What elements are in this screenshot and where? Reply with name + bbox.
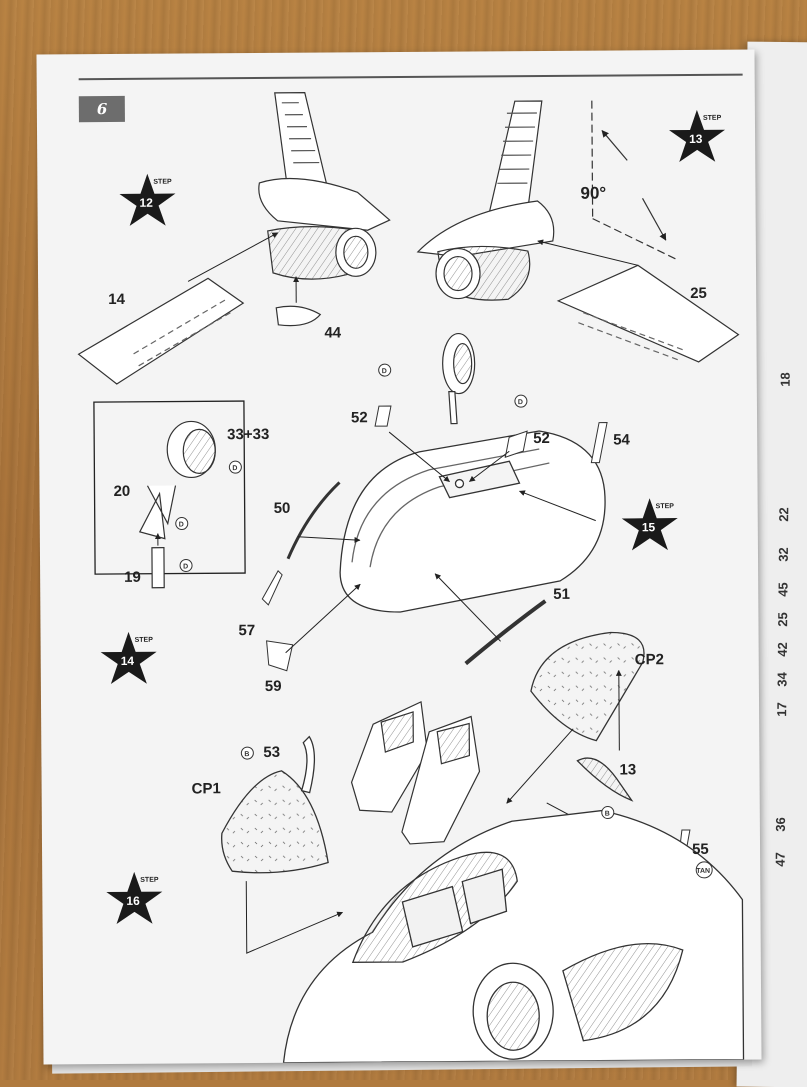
next-page-number: 45 <box>775 582 790 597</box>
step-word: STEP <box>153 179 172 186</box>
paint-tag-d: D <box>180 559 192 571</box>
paint-tag-b: B <box>602 807 614 819</box>
paint-tag-d: D <box>379 364 391 376</box>
next-page-number: 17 <box>774 702 789 717</box>
part-label: 19 <box>124 569 141 586</box>
step-14-badge: STEP 14 <box>101 632 157 684</box>
next-page-number: 18 <box>778 372 793 387</box>
paint-tag-d: D <box>515 395 527 407</box>
nose-wheel <box>139 421 216 588</box>
step-12-badge: STEP 12 <box>119 174 175 226</box>
step-number: 16 <box>126 894 140 908</box>
fuselage-cockpit <box>282 810 744 1063</box>
angle-guide <box>592 100 678 261</box>
paint-tag-d: D <box>229 461 241 473</box>
part-57 <box>262 571 282 605</box>
next-page-number: 25 <box>775 612 790 627</box>
step-word: STEP <box>656 503 675 510</box>
step-16-badge: STEP 16 <box>106 872 162 924</box>
paint-tag-tan: TAN <box>696 862 712 878</box>
step-13-badge: STEP 13 <box>669 110 725 162</box>
part-label: 13 <box>619 761 636 778</box>
part-label: 33+33 <box>227 426 269 443</box>
part-label: 50 <box>274 500 291 517</box>
svg-text:TAN: TAN <box>696 868 710 875</box>
step-number: 12 <box>139 196 153 210</box>
part-label: 25 <box>690 285 707 302</box>
part-label: 14 <box>108 291 125 308</box>
svg-text:D: D <box>518 399 523 406</box>
part-59 <box>267 641 293 671</box>
next-page-number: 42 <box>775 642 790 657</box>
svg-text:B: B <box>605 811 610 818</box>
assembly-drawing: STEP 12 STEP 13 STEP 14 STEP 15 STEP 16 … <box>36 50 761 1065</box>
part-label: 52 <box>351 409 368 426</box>
step12-tail-left <box>77 92 391 384</box>
next-page-number: 34 <box>774 672 789 687</box>
svg-text:D: D <box>183 563 188 570</box>
angle-label: 90° <box>580 184 606 203</box>
part-label: 44 <box>324 324 341 341</box>
part-label: 55 <box>692 841 709 858</box>
next-page-number: 32 <box>776 547 791 562</box>
part-label: 59 <box>265 678 282 695</box>
part-label: CP1 <box>192 780 221 797</box>
svg-text:D: D <box>382 368 387 375</box>
part-label: 52 <box>533 430 550 447</box>
part-label: 53 <box>263 744 280 761</box>
svg-text:B: B <box>244 751 249 758</box>
part-50 <box>287 482 340 558</box>
next-page-number: 22 <box>776 507 791 522</box>
svg-text:D: D <box>232 465 237 472</box>
part-label: 54 <box>613 431 630 448</box>
part-label: 57 <box>238 622 255 639</box>
paint-tag-d: D <box>176 517 188 529</box>
next-page-number: 47 <box>773 852 788 867</box>
step-word: STEP <box>140 877 159 884</box>
instruction-page: 6 <box>36 50 761 1065</box>
paint-tag-b: B <box>241 747 253 759</box>
part-label: 51 <box>553 586 570 603</box>
step-number: 13 <box>689 132 703 146</box>
step-15-badge: STEP 15 <box>622 498 678 550</box>
step-word: STEP <box>135 637 154 644</box>
step-word: STEP <box>703 115 722 122</box>
part-51 <box>465 601 545 664</box>
step-number: 14 <box>121 654 135 668</box>
main-wheel <box>442 333 475 423</box>
part-label: CP2 <box>635 651 664 668</box>
svg-text:D: D <box>179 522 184 529</box>
part-52-left <box>375 406 391 426</box>
part-54 <box>591 423 607 463</box>
part-label: 20 <box>113 483 130 500</box>
next-page-part-numbers: 18 22 32 45 25 42 34 17 36 47 <box>768 372 804 972</box>
step-number: 15 <box>642 520 656 534</box>
ejection-seats <box>351 701 480 844</box>
next-page-number: 36 <box>773 817 788 832</box>
